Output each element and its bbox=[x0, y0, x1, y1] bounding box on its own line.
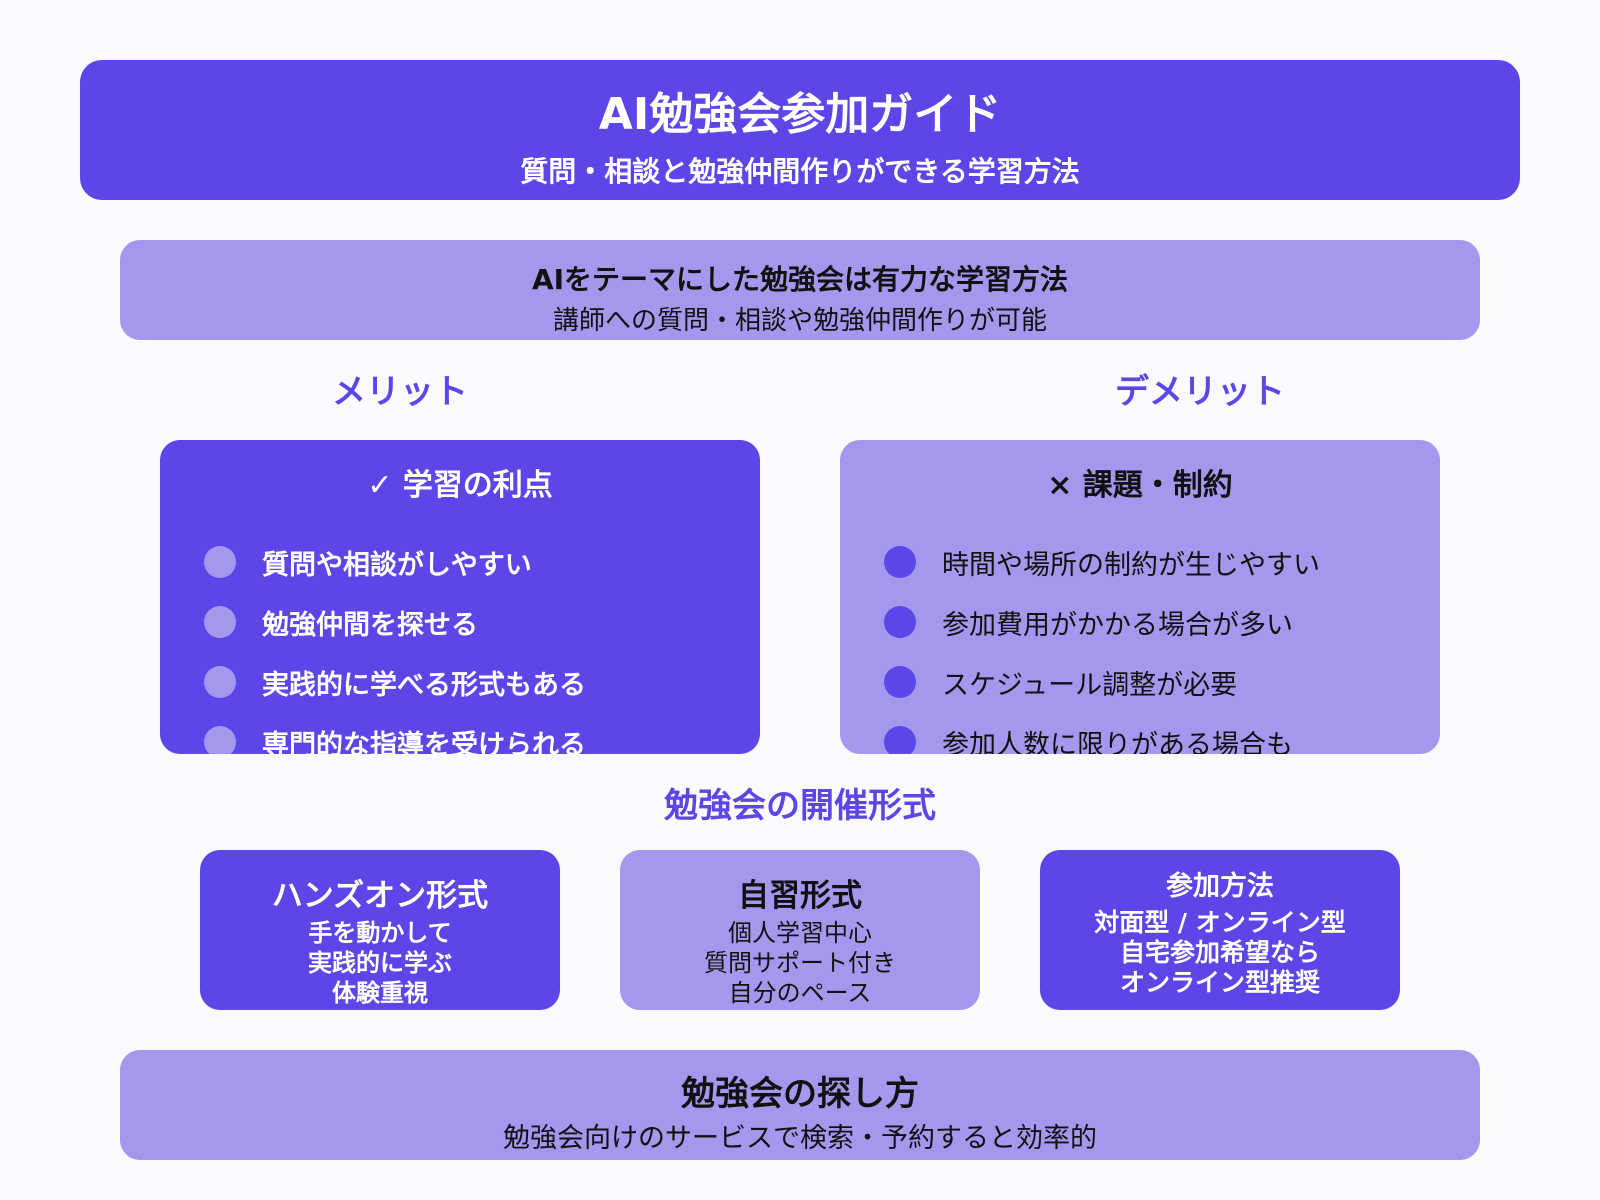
bullet-icon bbox=[884, 726, 916, 754]
title-banner: AI勉強会参加ガイド 質問・相談と勉強仲間作りができる学習方法 bbox=[80, 60, 1520, 200]
merits-card: ✓ 学習の利点 質問や相談がしやすい 勉強仲間を探せる 実践的に学べる形式もある… bbox=[160, 440, 760, 754]
list-item: 実践的に学べる形式もある bbox=[204, 652, 586, 712]
format-box-self-study: 自習形式 個人学習中心 質問サポート付き 自分のペース bbox=[620, 850, 980, 1010]
intro-box: AIをテーマにした勉強会は有力な学習方法 講師への質問・相談や勉強仲間作りが可能 bbox=[120, 240, 1480, 340]
page-title: AI勉強会参加ガイド bbox=[598, 89, 1002, 140]
format-title: 自習形式 bbox=[738, 878, 862, 914]
bullet-icon bbox=[204, 606, 236, 638]
merits-card-title: ✓ 学習の利点 bbox=[367, 468, 553, 503]
bullet-icon bbox=[884, 666, 916, 698]
format-title: 参加方法 bbox=[1166, 871, 1274, 902]
bullet-icon bbox=[204, 546, 236, 578]
page-subtitle: 質問・相談と勉強仲間作りができる学習方法 bbox=[520, 155, 1080, 188]
format-description: 手を動かして 実践的に学ぶ 体験重視 bbox=[308, 919, 452, 1007]
bullet-icon bbox=[884, 546, 916, 578]
list-item: 参加費用がかかる場合が多い bbox=[884, 592, 1320, 652]
list-item: 時間や場所の制約が生じやすい bbox=[884, 532, 1320, 592]
demerits-heading: デメリット bbox=[1115, 372, 1285, 412]
list-item: 勉強仲間を探せる bbox=[204, 592, 586, 652]
format-box-hands-on: ハンズオン形式 手を動かして 実践的に学ぶ 体験重視 bbox=[200, 850, 560, 1010]
list-item: 参加人数に限りがある場合も bbox=[884, 712, 1320, 754]
format-box-participation: 参加方法 対面型 / オンライン型 自宅参加希望なら オンライン型推奨 bbox=[1040, 850, 1400, 1010]
find-subtitle: 勉強会向けのサービスで検索・予約すると効率的 bbox=[503, 1123, 1097, 1154]
format-description: 対面型 / オンライン型 自宅参加希望なら オンライン型推奨 bbox=[1094, 908, 1346, 997]
list-item: スケジュール調整が必要 bbox=[884, 652, 1320, 712]
find-title: 勉強会の探し方 bbox=[681, 1074, 919, 1114]
list-item: 質問や相談がしやすい bbox=[204, 532, 586, 592]
format-title: ハンズオン形式 bbox=[271, 878, 489, 914]
demerits-card-title: × 課題・制約 bbox=[1047, 468, 1233, 503]
merits-list: 質問や相談がしやすい 勉強仲間を探せる 実践的に学べる形式もある 専門的な指導を… bbox=[204, 532, 586, 754]
intro-title: AIをテーマにした勉強会は有力な学習方法 bbox=[531, 263, 1069, 296]
formats-heading: 勉強会の開催形式 bbox=[664, 786, 936, 826]
intro-subtitle: 講師への質問・相談や勉強仲間作りが可能 bbox=[552, 306, 1047, 336]
demerits-list: 時間や場所の制約が生じやすい 参加費用がかかる場合が多い スケジュール調整が必要… bbox=[884, 532, 1320, 754]
format-description: 個人学習中心 質問サポート付き 自分のペース bbox=[704, 919, 896, 1007]
bullet-icon bbox=[884, 606, 916, 638]
bullet-icon bbox=[204, 666, 236, 698]
list-item: 専門的な指導を受けられる bbox=[204, 712, 586, 754]
find-box: 勉強会の探し方 勉強会向けのサービスで検索・予約すると効率的 bbox=[120, 1050, 1480, 1160]
demerits-card: × 課題・制約 時間や場所の制約が生じやすい 参加費用がかかる場合が多い スケジ… bbox=[840, 440, 1440, 754]
bullet-icon bbox=[204, 726, 236, 754]
merits-heading: メリット bbox=[332, 372, 468, 412]
